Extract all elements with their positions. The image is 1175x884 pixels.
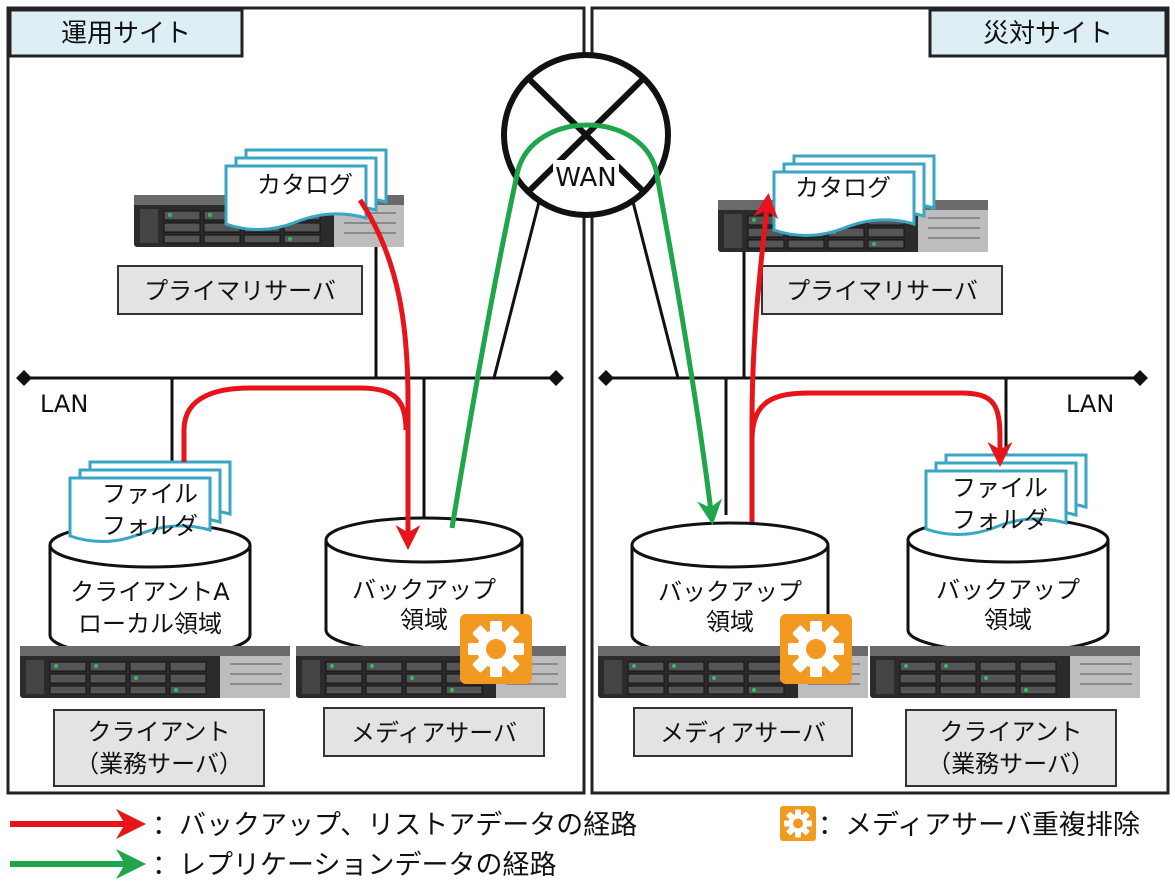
legend-green-text: ：レプリケーションデータの経路 xyxy=(152,850,556,881)
disaster-lan-label: LAN xyxy=(1066,390,1114,418)
wan-label: WAN xyxy=(555,163,617,193)
restore-path-client-arrow xyxy=(749,390,1013,467)
disaster-catalog-label: カタログ xyxy=(795,174,891,202)
disaster-files-line2: フォルダ xyxy=(952,506,1048,534)
production-client-disk-line2: ローカル領域 xyxy=(78,610,222,638)
disaster-site-frame xyxy=(590,6,1170,795)
production-client-server xyxy=(19,645,291,699)
disaster-files-line1: ファイル xyxy=(952,474,1048,502)
production-catalog-label: カタログ xyxy=(257,171,353,199)
wan-node xyxy=(501,52,671,218)
production-backup-disk-line2: 領域 xyxy=(400,606,448,634)
production-client-label-line2: （業務サーバ） xyxy=(75,750,243,778)
production-client-label-line1: クライアント xyxy=(87,718,230,746)
disaster-client-server xyxy=(869,645,1141,699)
production-site-frame xyxy=(6,6,586,795)
production-dedup-gear-icon xyxy=(460,614,532,684)
backup-path-client-arrow xyxy=(181,385,409,462)
disaster-backup-disk-line2: 領域 xyxy=(706,608,754,636)
disaster-client-disk-line1: バックアップ xyxy=(936,576,1080,604)
disaster-primary-server-label: プライマリサーバ xyxy=(786,277,978,305)
disaster-dedup-gear-icon xyxy=(780,614,852,684)
backup-path-catalog-arrow xyxy=(357,198,421,550)
disaster-backup-disk xyxy=(630,521,830,659)
disaster-media-server-label: メディアサーバ xyxy=(660,719,826,747)
production-media-server-label: メディアサーバ xyxy=(351,719,517,747)
legend-gear-icon xyxy=(780,806,816,841)
production-files-line1: ファイル xyxy=(102,480,198,508)
production-backup-disk-line1: バックアップ xyxy=(352,576,496,604)
replication-path-arrow xyxy=(449,122,723,529)
production-files-line2: フォルダ xyxy=(102,512,198,540)
disaster-site-title: 災対サイト xyxy=(983,19,1113,49)
legend-gear-text: ：メディアサーバ重複排除 xyxy=(818,810,1140,841)
disaster-backup-disk-line1: バックアップ xyxy=(658,578,802,606)
legend-red-text: ：バックアップ、リストアデータの経路 xyxy=(152,810,637,841)
disaster-client-label-line2: （業務サーバ） xyxy=(927,750,1095,778)
production-client-disk-line1: クライアントA xyxy=(70,578,230,606)
production-lan-label: LAN xyxy=(40,390,88,418)
production-primary-server-label: プライマリサーバ xyxy=(144,277,336,305)
restore-path-catalog-arrow xyxy=(749,193,779,522)
disaster-client-label-line1: クライアント xyxy=(939,718,1082,746)
disaster-client-disk-line2: 領域 xyxy=(984,606,1032,634)
production-site-title: 運用サイト xyxy=(61,19,191,49)
